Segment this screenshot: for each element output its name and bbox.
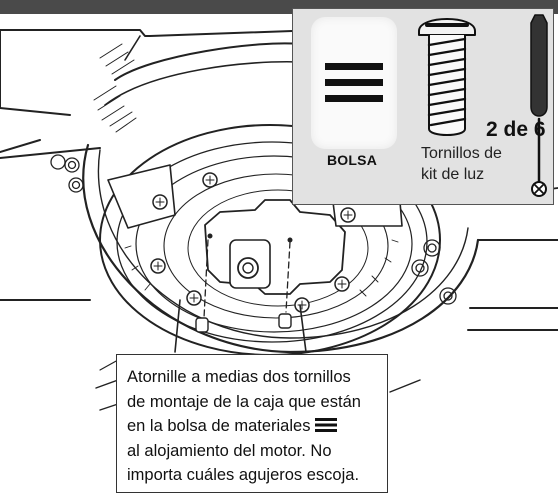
- instruction-line-text: en la bolsa de materiales: [127, 417, 311, 435]
- instruction-line: importa cuáles agujeros escoja.: [127, 466, 360, 484]
- parts-panel: BOLSA 2 de 6 Tornillos de kit de luz: [292, 8, 554, 205]
- screw-name-label: Tornillos de kit de luz: [421, 145, 502, 183]
- screw-icon: [418, 18, 476, 136]
- instruction-line: al alojamiento del motor. No: [127, 441, 332, 460]
- instruction-line: Atornille a medias dos tornillos: [127, 368, 351, 386]
- hardware-bag-icon: [311, 17, 397, 149]
- bag-label: BOLSA: [327, 152, 377, 168]
- phillips-screwdriver-icon: [530, 14, 548, 197]
- quantity-label: 2 de 6: [486, 118, 546, 141]
- bag-symbol-icon: [315, 418, 338, 432]
- instruction-box: Atornille a medias dos tornillos de mont…: [116, 354, 388, 493]
- instruction-line: de montaje de la caja que están: [127, 392, 361, 411]
- instruction-line: en la bolsa de materiales: [127, 414, 381, 439]
